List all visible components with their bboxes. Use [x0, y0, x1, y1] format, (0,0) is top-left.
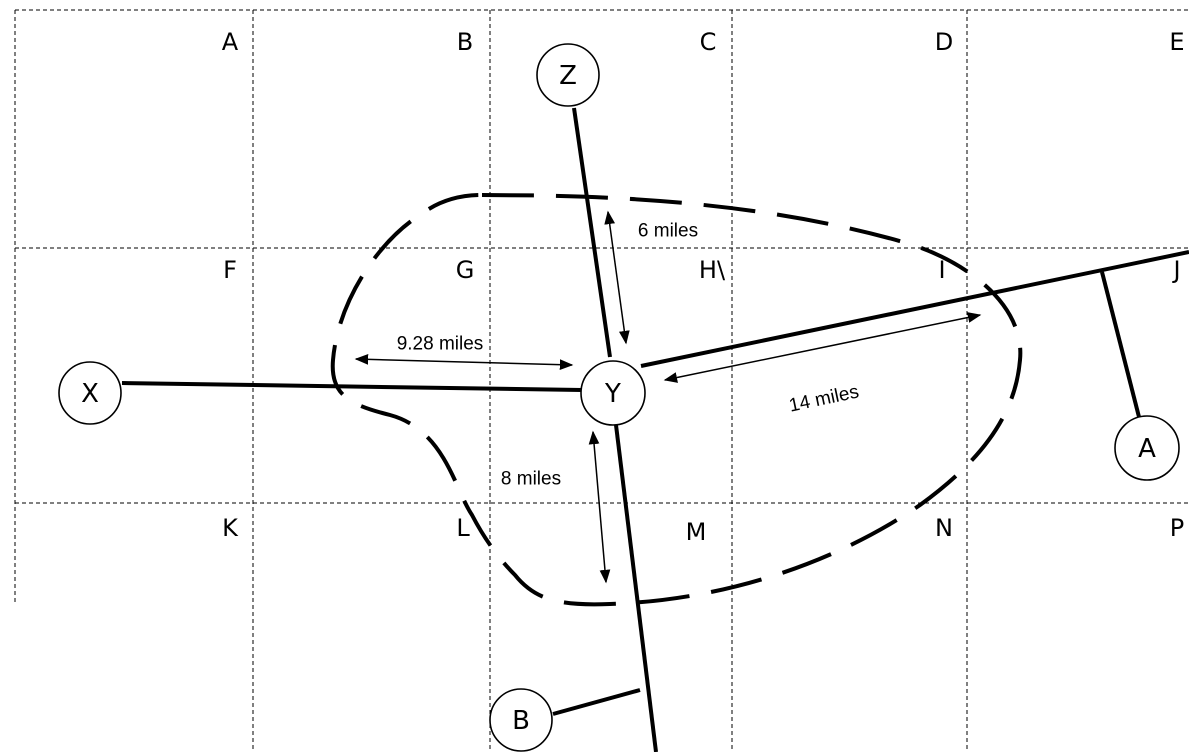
node-a-label: A — [1138, 434, 1156, 464]
node-a-circle — [1114, 415, 1180, 481]
node-x-circle — [58, 361, 122, 425]
cell-label-e: E — [1169, 28, 1184, 56]
cell-label-f: F — [223, 256, 237, 284]
node-z-label: Z — [559, 61, 577, 91]
cell-label-a: A — [222, 28, 239, 56]
cell-label-k: K — [222, 514, 239, 542]
service-area-boundary — [330, 193, 1023, 607]
roads — [121, 107, 1189, 752]
arrow-9-28-miles — [354, 353, 574, 371]
label-8-miles: 8 miles — [501, 469, 561, 490]
arrow-14-miles — [663, 312, 982, 383]
cell-label-h: H\ — [699, 256, 726, 284]
label-9-28-miles: 9.28 miles — [397, 334, 484, 355]
label-6-miles: 6 miles — [638, 221, 698, 242]
cell-label-b: B — [457, 28, 473, 56]
cell-label-m: M — [686, 518, 707, 546]
cell-label-g: G — [456, 256, 475, 284]
arrow-6-miles — [604, 210, 630, 345]
node-z-circle — [536, 43, 600, 107]
node-z: Z — [536, 43, 600, 107]
node-a: A — [1114, 415, 1180, 481]
road-x-y — [121, 381, 583, 392]
cell-label-n: N — [935, 514, 953, 542]
road-z-y — [572, 107, 612, 358]
cell-label-i: I — [938, 256, 945, 284]
cell-label-p: P — [1170, 514, 1184, 542]
node-x: X — [58, 361, 122, 425]
node-y-label: Y — [604, 379, 621, 409]
node-b-label: B — [512, 706, 530, 736]
distance-arrows — [354, 210, 982, 584]
node-y: Y — [580, 360, 646, 426]
cell-label-c: C — [700, 28, 717, 56]
arrow-8-miles — [588, 430, 611, 584]
node-x-label: X — [81, 379, 99, 409]
grid-cell-labels: A B C D E F G H\ I J K L M N P — [222, 28, 1185, 546]
label-14-miles: 14 miles — [787, 381, 861, 416]
road-spur-b — [552, 688, 641, 716]
node-y-circle — [580, 360, 646, 426]
road-spur-a — [1100, 271, 1141, 418]
cell-label-j: J — [1171, 256, 1180, 284]
cell-label-d: D — [935, 28, 953, 56]
road-y-south — [614, 424, 658, 752]
cell-label-l: L — [456, 514, 470, 542]
node-b: B — [489, 688, 553, 752]
node-b-circle — [489, 688, 553, 752]
